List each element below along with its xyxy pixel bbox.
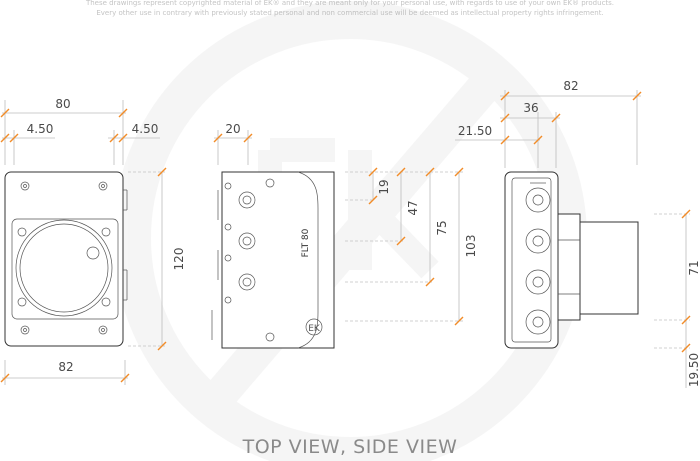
copyright-line-2: Every other use in contrary with previou… bbox=[96, 9, 604, 17]
side-view: 82 36 21.50 71 19.50 bbox=[455, 79, 700, 388]
dim-side-71: 71 bbox=[687, 260, 700, 275]
dim-left-margin: 4.50 bbox=[27, 122, 54, 136]
copyright-line-1: These drawings represent copyrighted mat… bbox=[85, 0, 615, 7]
dim-pitch-103: 103 bbox=[464, 235, 478, 258]
ek-badge-icon: EK bbox=[308, 324, 321, 334]
dim-height-120: 120 bbox=[172, 248, 186, 271]
dim-pitch-47: 47 bbox=[406, 200, 420, 215]
dim-pitch-19: 19 bbox=[377, 179, 391, 194]
ek-watermark-logo bbox=[113, 1, 587, 461]
dim-right-margin: 4.50 bbox=[132, 122, 159, 136]
dim-pitch-75: 75 bbox=[435, 220, 449, 235]
copyright-notice: These drawings represent copyrighted mat… bbox=[0, 0, 700, 18]
product-mark: FLT 80 bbox=[301, 228, 311, 257]
dim-side-36: 36 bbox=[523, 101, 538, 115]
top-view: 80 4.50 4.50 82 120 bbox=[0, 97, 186, 385]
dim-offset-20: 20 bbox=[225, 122, 240, 136]
dim-side-21-50: 21.50 bbox=[458, 124, 492, 138]
view-caption: TOP VIEW, SIDE VIEW bbox=[242, 436, 458, 458]
dim-top-width: 80 bbox=[55, 97, 70, 111]
middle-view: 20 EK FLT 80 19 4 bbox=[211, 122, 478, 349]
dim-side-width: 82 bbox=[563, 79, 578, 93]
dim-bottom-width: 82 bbox=[58, 360, 73, 374]
dim-side-19-50: 19.50 bbox=[687, 353, 700, 387]
